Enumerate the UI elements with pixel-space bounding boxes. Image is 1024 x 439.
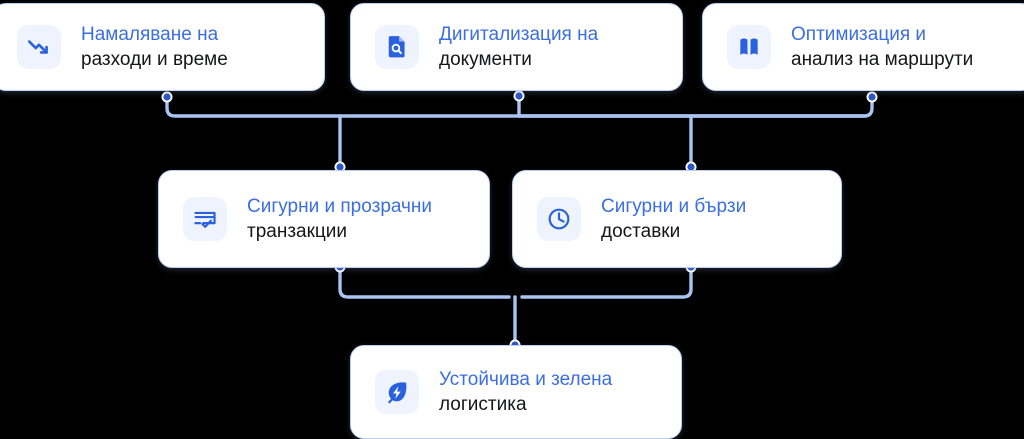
trending-down-icon — [17, 25, 61, 69]
card-green-logistics[interactable]: Устойчива и зелена логистика — [350, 345, 682, 439]
card-fast-delivery[interactable]: Сигурни и бързи доставки — [512, 170, 842, 268]
connector-cost-to-bus — [165, 95, 868, 118]
card-title-line2: документи — [439, 49, 532, 70]
card-text: Намаляване на разходи и време — [81, 22, 228, 73]
card-title-line1: Дигитализация на — [439, 23, 599, 45]
card-title-line1: Сигурни и прозрачни — [247, 195, 433, 217]
connector-deliver-to-bus — [520, 265, 693, 299]
card-title-line1: Намаляване на — [81, 23, 219, 45]
connector-pay-to-bus — [338, 265, 511, 299]
card-title-line2: доставки — [601, 221, 681, 242]
card-secure-transactions[interactable]: Сигурни и прозрачни транзакции — [158, 170, 490, 268]
card-cost-reduction[interactable]: Намаляване на разходи и време — [0, 3, 325, 91]
card-route-optimization[interactable]: Оптимизация и анализ на маршрути — [702, 3, 1024, 91]
document-search-icon — [375, 25, 419, 69]
card-title-line2: анализ на маршрути — [791, 49, 974, 70]
card-title-line1: Сигурни и бързи — [601, 195, 747, 217]
card-title-line2: логистика — [439, 394, 527, 415]
map-icon — [727, 25, 771, 69]
card-text: Оптимизация и анализ на маршрути — [791, 22, 973, 73]
card-document-digitization[interactable]: Дигитализация на документи — [350, 3, 683, 91]
card-title-line1: Оптимизация и — [791, 23, 927, 45]
card-text: Дигитализация на документи — [439, 22, 598, 73]
card-text: Сигурни и прозрачни транзакции — [247, 194, 432, 245]
card-text: Сигурни и бързи доставки — [601, 194, 746, 245]
card-title-line2: разходи и време — [81, 49, 228, 70]
card-check-icon — [183, 197, 227, 241]
eco-bolt-icon — [375, 370, 419, 414]
clock-icon — [537, 197, 581, 241]
card-text: Устойчива и зелена логистика — [439, 367, 612, 418]
card-title-line2: транзакции — [247, 221, 348, 242]
connector-routes-to-bus — [518, 95, 874, 118]
card-title-line1: Устойчива и зелена — [439, 368, 613, 390]
